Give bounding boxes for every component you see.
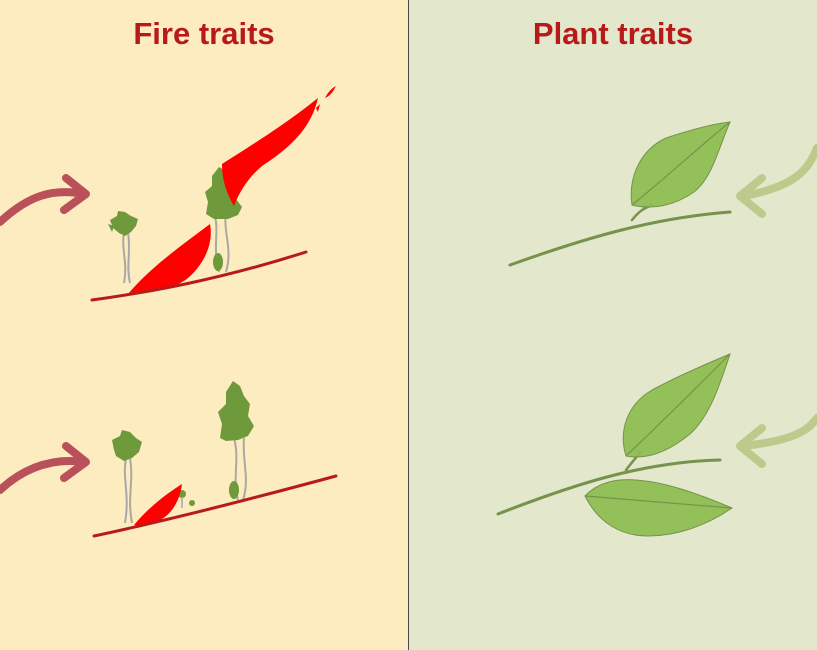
shrub xyxy=(229,481,239,499)
crown-flame xyxy=(222,98,318,206)
leaf-twig-double-icon xyxy=(498,354,817,536)
shrub xyxy=(189,500,195,506)
flame-spark xyxy=(316,104,320,112)
tree-foliage xyxy=(218,381,254,441)
flame-tip xyxy=(325,86,336,98)
tree-foliage xyxy=(110,211,138,236)
tree-trunk xyxy=(125,458,127,523)
surface-flame xyxy=(128,224,211,294)
tree-trunk xyxy=(130,458,132,523)
tree-foliage xyxy=(112,430,142,461)
fire-scene-low-intensity-icon xyxy=(0,381,336,536)
tree-trunk xyxy=(123,232,125,283)
tree-trunk xyxy=(128,232,130,283)
fire-scene-high-intensity-icon xyxy=(0,86,336,300)
twig xyxy=(510,212,730,265)
shrub xyxy=(213,253,223,271)
leaf-twig-single-icon xyxy=(510,122,817,265)
tree-trunk xyxy=(225,212,228,272)
leaf xyxy=(585,480,732,536)
tree-trunk xyxy=(243,438,246,500)
